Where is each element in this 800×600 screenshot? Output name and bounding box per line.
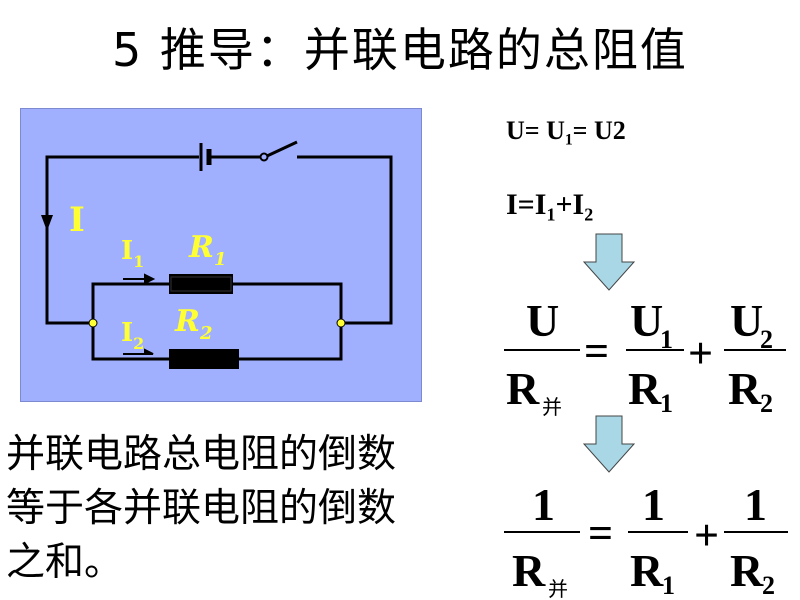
current-equation: I=I1+I2 <box>506 188 594 225</box>
f1-lhs-num: U <box>526 295 559 346</box>
f2-t2-den-sub: 2 <box>762 571 775 600</box>
junction-right-dot <box>336 318 346 328</box>
f1-lhs-den-sub: 并 <box>542 395 562 419</box>
label-total-current: I <box>69 200 85 240</box>
wire-branch1-left <box>91 282 169 323</box>
caption-line: 之和。 <box>6 540 124 585</box>
formula-reciprocal-sum: 1 R 并 = 1 R 1 + 1 R 2 <box>504 479 788 600</box>
label-r1: R1 <box>188 230 226 270</box>
f1-t2-num-sub: 2 <box>760 325 773 354</box>
f1-t1-den-sub: 1 <box>660 389 673 418</box>
f2-plus: + <box>694 511 719 560</box>
label-i1: I1 <box>121 236 144 271</box>
wire-branch1-right <box>233 282 343 323</box>
slide-title: 5 推导：并联电路的总阻值 <box>112 23 688 77</box>
f1-equals: = <box>584 327 609 376</box>
junction-left-dot <box>88 318 98 328</box>
conclusion-text: 并联电路总电阻的倒数 等于各并联电阻的倒数 之和。 <box>6 428 476 590</box>
resistor-r2 <box>169 349 239 369</box>
caption-line: 并联电路总电阻的倒数 <box>6 432 397 477</box>
f2-lhs-den: R <box>512 545 546 596</box>
wire-branch2-right <box>239 323 343 361</box>
f1-t1-num-sub: 1 <box>660 325 673 354</box>
circuit-diagram: I I1 R1 I2 R2 <box>20 108 422 402</box>
label-i2: I2 <box>121 318 144 353</box>
f1-t2-den: R <box>728 363 762 414</box>
wire-left <box>45 155 199 325</box>
f2-t1-den-sub: 1 <box>662 571 675 600</box>
current-arrow-main <box>41 215 53 231</box>
f1-plus: + <box>688 329 713 378</box>
wire-right <box>297 155 393 325</box>
f2-t1-num: 1 <box>642 479 665 530</box>
switch-blade <box>266 140 298 158</box>
circuit-svg: I I1 R1 I2 R2 <box>41 140 393 369</box>
f2-equals: = <box>588 509 613 558</box>
wire-branch2-left <box>91 323 169 361</box>
f2-lhs-den-sub: 并 <box>548 577 568 600</box>
caption-line: 等于各并联电阻的倒数 <box>6 486 397 531</box>
f2-t1-den: R <box>630 545 664 596</box>
f2-lhs-num: 1 <box>532 479 555 530</box>
f2-t2-num: 1 <box>744 479 767 530</box>
f1-lhs-den: R <box>506 363 540 414</box>
down-arrow-icon <box>582 415 636 473</box>
down-arrow-icon <box>582 233 636 291</box>
f1-t1-den: R <box>628 363 662 414</box>
f2-t2-den: R <box>730 545 764 596</box>
f1-t2-den-sub: 2 <box>760 389 773 418</box>
f1-t1-num: U <box>630 295 663 346</box>
voltage-equation: U= U1= U2 <box>506 116 626 149</box>
label-r2: R2 <box>174 304 212 344</box>
formula-ohm-parallel: U R 并 = U 1 R 1 + U 2 R 2 <box>504 295 786 419</box>
f1-t2-num: U <box>730 295 763 346</box>
